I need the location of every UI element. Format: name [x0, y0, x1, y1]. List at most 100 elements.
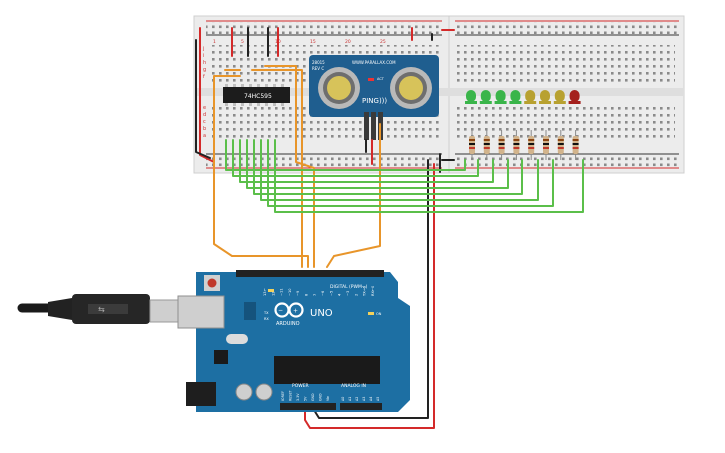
resistor-1 [483, 130, 490, 160]
resistor-3 [513, 130, 520, 160]
led-row [465, 90, 581, 104]
digital-pin-label: 7 [313, 294, 317, 296]
svg-text:g: g [203, 67, 206, 73]
svg-text:e: e [203, 105, 206, 111]
digital-pin-label: ~11 [280, 288, 284, 296]
power-pin-label: GND [319, 393, 323, 401]
resistor-row [469, 130, 579, 160]
wires [195, 27, 584, 429]
crystal [226, 334, 248, 344]
svg-text:1: 1 [213, 39, 216, 45]
power-pin-label: 5V [304, 396, 308, 401]
digital-pin-label: 8 [305, 293, 309, 296]
led-7 [568, 90, 581, 104]
sensor-act: ACT [377, 77, 385, 81]
digital-pin-label: 13 [263, 291, 267, 296]
svg-text:c: c [203, 119, 206, 125]
wire-green-q3 [246, 139, 509, 189]
svg-text:15: 15 [310, 39, 316, 45]
sensor-part: 28015 [312, 60, 325, 65]
svg-text:−: − [278, 307, 283, 314]
resistor-5 [543, 130, 549, 160]
wire-green-q0 [225, 139, 466, 171]
on-label: ON [376, 312, 382, 316]
shift-register-chip: 74HC595 [223, 84, 290, 106]
analog-pin-label: A4 [369, 397, 373, 401]
svg-text:i: i [203, 53, 204, 59]
svg-text:20: 20 [345, 39, 351, 45]
analog-pin-label: A3 [362, 397, 366, 401]
wire-green-q4 [253, 139, 523, 195]
svg-text:f: f [203, 74, 205, 80]
sensor-pin-gnd [364, 112, 369, 140]
digital-pin-label: ~3 [346, 291, 350, 296]
wire-orange-latch [251, 69, 303, 268]
svg-text:d: d [203, 112, 206, 118]
chip-label: 74HC595 [244, 93, 272, 100]
resistor-4 [528, 130, 535, 160]
analog-header-label: ANALOG IN [341, 383, 366, 389]
svg-text:b: b [203, 126, 206, 132]
resistor-0 [469, 130, 475, 160]
svg-text:+: + [293, 308, 298, 315]
digital-pin-label: ~9 [296, 290, 300, 296]
rx-label: RX [264, 317, 269, 321]
sensor-act-led [368, 78, 374, 81]
analog-header [340, 403, 382, 410]
row-letters-top: j i h g f [202, 46, 206, 80]
digital-pin-label: TX→1 [363, 286, 367, 297]
power-jack [186, 382, 216, 406]
analog-pin-label: A2 [355, 397, 359, 401]
wire-black-left-rail [195, 39, 211, 159]
power-pin-label: RESET [289, 389, 293, 401]
led-3 [509, 90, 522, 104]
led-5 [539, 90, 551, 104]
resistor-2 [498, 130, 505, 160]
digital-pin-label: ~10 [288, 288, 292, 296]
on-led [368, 312, 374, 315]
wire-green-q5 [260, 139, 539, 201]
row-letters-bottom: e d c b a [203, 105, 206, 139]
power-pin-label: 3.3V [296, 393, 300, 401]
svg-text:h: h [203, 60, 206, 66]
wire-orange-data [213, 75, 309, 268]
svg-text:a: a [203, 133, 206, 139]
power-header-label: POWER [292, 383, 309, 389]
sensor-model: PING))) [362, 97, 387, 105]
usb-cable: ⇆ [17, 294, 179, 324]
led-2 [494, 90, 507, 104]
digital-pin-label: ~5 [329, 291, 333, 296]
atmega-chip [274, 356, 380, 384]
svg-text:j: j [202, 46, 204, 52]
digital-pin-label: ~6 [321, 290, 325, 296]
l-led [268, 289, 274, 292]
power-pin-label: IOREF [281, 391, 285, 401]
digital-pin-label: 2 [354, 294, 358, 296]
arduino-uno: − + ARDUINO UNO DIGITAL (PWM~) TX RX L O… [177, 270, 410, 412]
wire-green-q7 [274, 139, 584, 213]
arduino-logo: − + [274, 302, 304, 318]
power-pin-label: GND [311, 393, 315, 401]
sensor-rev: REV C [312, 66, 324, 71]
analog-pin-label: A5 [376, 397, 380, 401]
power-pin-label: Vin [326, 396, 330, 401]
digital-pin-label: 4 [338, 293, 342, 296]
wire-green-q6 [267, 139, 554, 207]
sensor-site: WWW.PARALLAX.COM [352, 60, 396, 65]
resistor-7 [572, 130, 579, 160]
wire-red-5v-arduino [304, 163, 435, 429]
wire-orange-sensor-sig [326, 123, 381, 268]
led-6 [553, 90, 566, 104]
power-header [280, 403, 336, 410]
digital-header [236, 270, 384, 277]
led-0 [465, 90, 477, 104]
usb-jack [177, 295, 225, 329]
digital-header-label: DIGITAL (PWM~) [330, 284, 368, 290]
l-label: L [264, 288, 266, 292]
svg-text:⇆: ⇆ [98, 305, 105, 314]
digital-pin-label: RX←0 [371, 285, 375, 296]
svg-text:25: 25 [380, 39, 386, 45]
